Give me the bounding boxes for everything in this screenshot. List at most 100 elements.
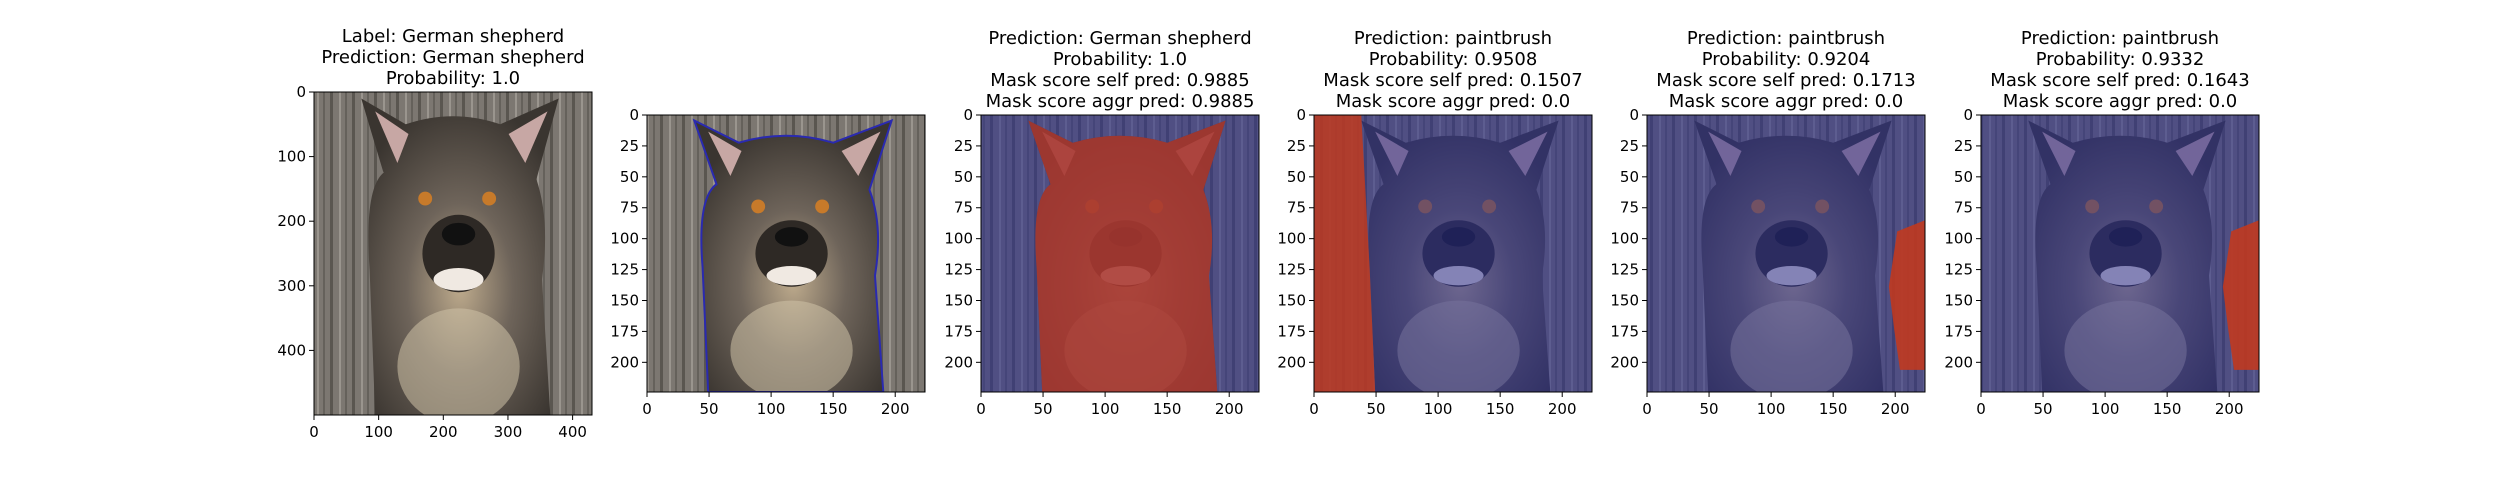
y-tick-label: 0 bbox=[629, 106, 639, 124]
y-tick-label: 0 bbox=[1296, 106, 1306, 124]
x-tick-label: 200 bbox=[881, 400, 910, 418]
mask-region bbox=[1314, 115, 1376, 392]
y-tick-label: 75 bbox=[1287, 199, 1306, 217]
dog-left-ear bbox=[708, 131, 742, 176]
x-tick-label: 200 bbox=[429, 423, 458, 441]
y-tick-label: 175 bbox=[1944, 322, 1973, 340]
axes-frame bbox=[1980, 114, 2260, 393]
y-tick-label: 50 bbox=[954, 168, 973, 186]
mask-background bbox=[1647, 115, 1925, 392]
y-tick-label: 50 bbox=[620, 168, 639, 186]
x-tick-label: 50 bbox=[2034, 400, 2053, 418]
axes-frame bbox=[980, 114, 1260, 393]
dog-nose bbox=[774, 227, 809, 247]
y-tick-label: 125 bbox=[1610, 261, 1639, 279]
y-tick-label: 175 bbox=[1610, 322, 1639, 340]
y-tick-label: 175 bbox=[944, 322, 973, 340]
x-tick-label: 150 bbox=[1153, 400, 1182, 418]
x-tick-label: 0 bbox=[976, 400, 986, 418]
panel-title-line: Label: German shepherd bbox=[342, 26, 564, 47]
x-tick-label: 400 bbox=[558, 423, 587, 441]
y-tick-label: 175 bbox=[1277, 322, 1306, 340]
y-tick-label: 0 bbox=[1629, 106, 1639, 124]
panel-title-line: Mask score aggr pred: 0.0 bbox=[1669, 91, 1904, 112]
y-tick-label: 25 bbox=[954, 137, 973, 155]
y-tick-label: 125 bbox=[1944, 261, 1973, 279]
y-tick-label: 50 bbox=[1954, 168, 1973, 186]
panel-title-line: Prediction: German shepherd bbox=[988, 28, 1251, 49]
y-tick-label: 125 bbox=[610, 261, 639, 279]
y-tick-label: 150 bbox=[1944, 291, 1973, 309]
y-tick-label: 150 bbox=[610, 291, 639, 309]
x-tick-label: 50 bbox=[1367, 400, 1386, 418]
mask-background bbox=[1981, 115, 2259, 392]
x-tick-label: 150 bbox=[1819, 400, 1848, 418]
image-content bbox=[1647, 115, 1925, 392]
axes-frame bbox=[1313, 114, 1593, 393]
dog-teeth bbox=[433, 268, 484, 291]
image-content bbox=[1314, 115, 1592, 392]
x-tick-label: 0 bbox=[642, 400, 652, 418]
x-tick-label: 50 bbox=[1700, 400, 1719, 418]
x-tick-label: 100 bbox=[2091, 400, 2120, 418]
image-content bbox=[981, 115, 1259, 392]
panel-title-line: Prediction: paintbrush bbox=[2021, 28, 2219, 49]
image-content bbox=[647, 115, 925, 392]
panel-title-line: Probability: 1.0 bbox=[1053, 49, 1187, 70]
y-tick-label: 100 bbox=[944, 230, 973, 248]
panel-title-line: Mask score aggr pred: 0.0 bbox=[2003, 91, 2238, 112]
dog-chest bbox=[397, 308, 520, 415]
x-tick-label: 50 bbox=[700, 400, 719, 418]
dog-left-eye bbox=[751, 199, 766, 214]
y-tick-label: 400 bbox=[277, 341, 306, 359]
y-tick-label: 25 bbox=[1287, 137, 1306, 155]
y-tick-label: 75 bbox=[620, 199, 639, 217]
x-tick-label: 100 bbox=[1424, 400, 1453, 418]
y-tick-label: 125 bbox=[944, 261, 973, 279]
dog-right-ear bbox=[841, 131, 881, 176]
y-tick-label: 150 bbox=[1610, 291, 1639, 309]
y-tick-label: 200 bbox=[610, 353, 639, 371]
panel-title-line: Mask score self pred: 0.1507 bbox=[1323, 70, 1582, 91]
y-tick-label: 50 bbox=[1287, 168, 1306, 186]
panel-title-line: Prediction: German shepherd bbox=[321, 47, 584, 68]
y-tick-label: 75 bbox=[1954, 199, 1973, 217]
y-tick-label: 150 bbox=[944, 291, 973, 309]
y-tick-label: 175 bbox=[610, 322, 639, 340]
panel-title-line: Mask score self pred: 0.9885 bbox=[990, 70, 1249, 91]
panel-title-line: Prediction: paintbrush bbox=[1354, 28, 1552, 49]
mask-region bbox=[1028, 120, 1226, 392]
y-tick-label: 100 bbox=[277, 148, 306, 166]
dog-left-ear bbox=[375, 111, 409, 164]
y-tick-label: 25 bbox=[620, 137, 639, 155]
mask-region bbox=[2222, 220, 2259, 370]
dog-chest bbox=[730, 300, 853, 392]
panel-title-line: Prediction: paintbrush bbox=[1687, 28, 1885, 49]
y-tick-label: 125 bbox=[1277, 261, 1306, 279]
panel-title-line: Probability: 0.9508 bbox=[1369, 49, 1538, 70]
dog-teeth bbox=[766, 265, 817, 286]
panel-title-line: Mask score self pred: 0.1713 bbox=[1656, 70, 1915, 91]
x-tick-label: 0 bbox=[1309, 400, 1319, 418]
x-tick-label: 150 bbox=[1486, 400, 1515, 418]
y-tick-label: 0 bbox=[963, 106, 973, 124]
x-tick-label: 150 bbox=[2153, 400, 2182, 418]
y-tick-label: 25 bbox=[1620, 137, 1639, 155]
y-tick-label: 100 bbox=[1277, 230, 1306, 248]
y-tick-label: 150 bbox=[1277, 291, 1306, 309]
panel-title-line: Mask score aggr pred: 0.9885 bbox=[986, 91, 1255, 112]
x-tick-label: 100 bbox=[757, 400, 786, 418]
y-tick-label: 300 bbox=[277, 277, 306, 295]
panel-title-line: Mask score aggr pred: 0.0 bbox=[1336, 91, 1571, 112]
dog-left-eye bbox=[418, 191, 433, 206]
x-tick-label: 50 bbox=[1034, 400, 1053, 418]
y-tick-label: 200 bbox=[1944, 353, 1973, 371]
x-tick-label: 100 bbox=[1091, 400, 1120, 418]
segmentation-outline bbox=[692, 118, 894, 392]
